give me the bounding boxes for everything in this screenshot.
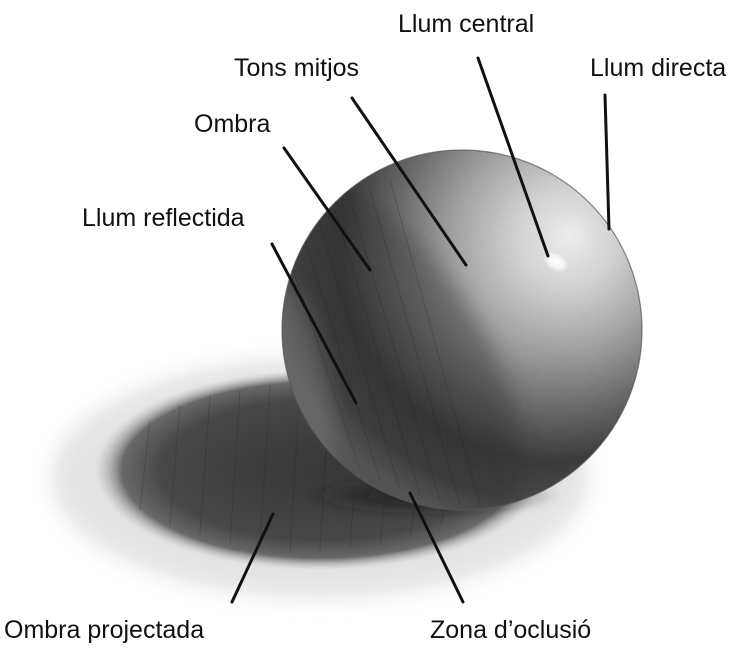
label-llum-directa: Llum directa [590, 56, 726, 81]
label-zona-oclusio: Zona d’oclusió [430, 618, 591, 643]
label-llum-central: Llum central [398, 12, 534, 37]
label-ombra: Ombra [194, 112, 270, 137]
leader-line-llum-directa [605, 95, 609, 229]
label-ombra-projectada: Ombra projectada [4, 618, 204, 643]
label-llum-reflectida: Llum reflectida [82, 206, 245, 231]
label-tons-mitjos: Tons mitjos [234, 56, 359, 81]
